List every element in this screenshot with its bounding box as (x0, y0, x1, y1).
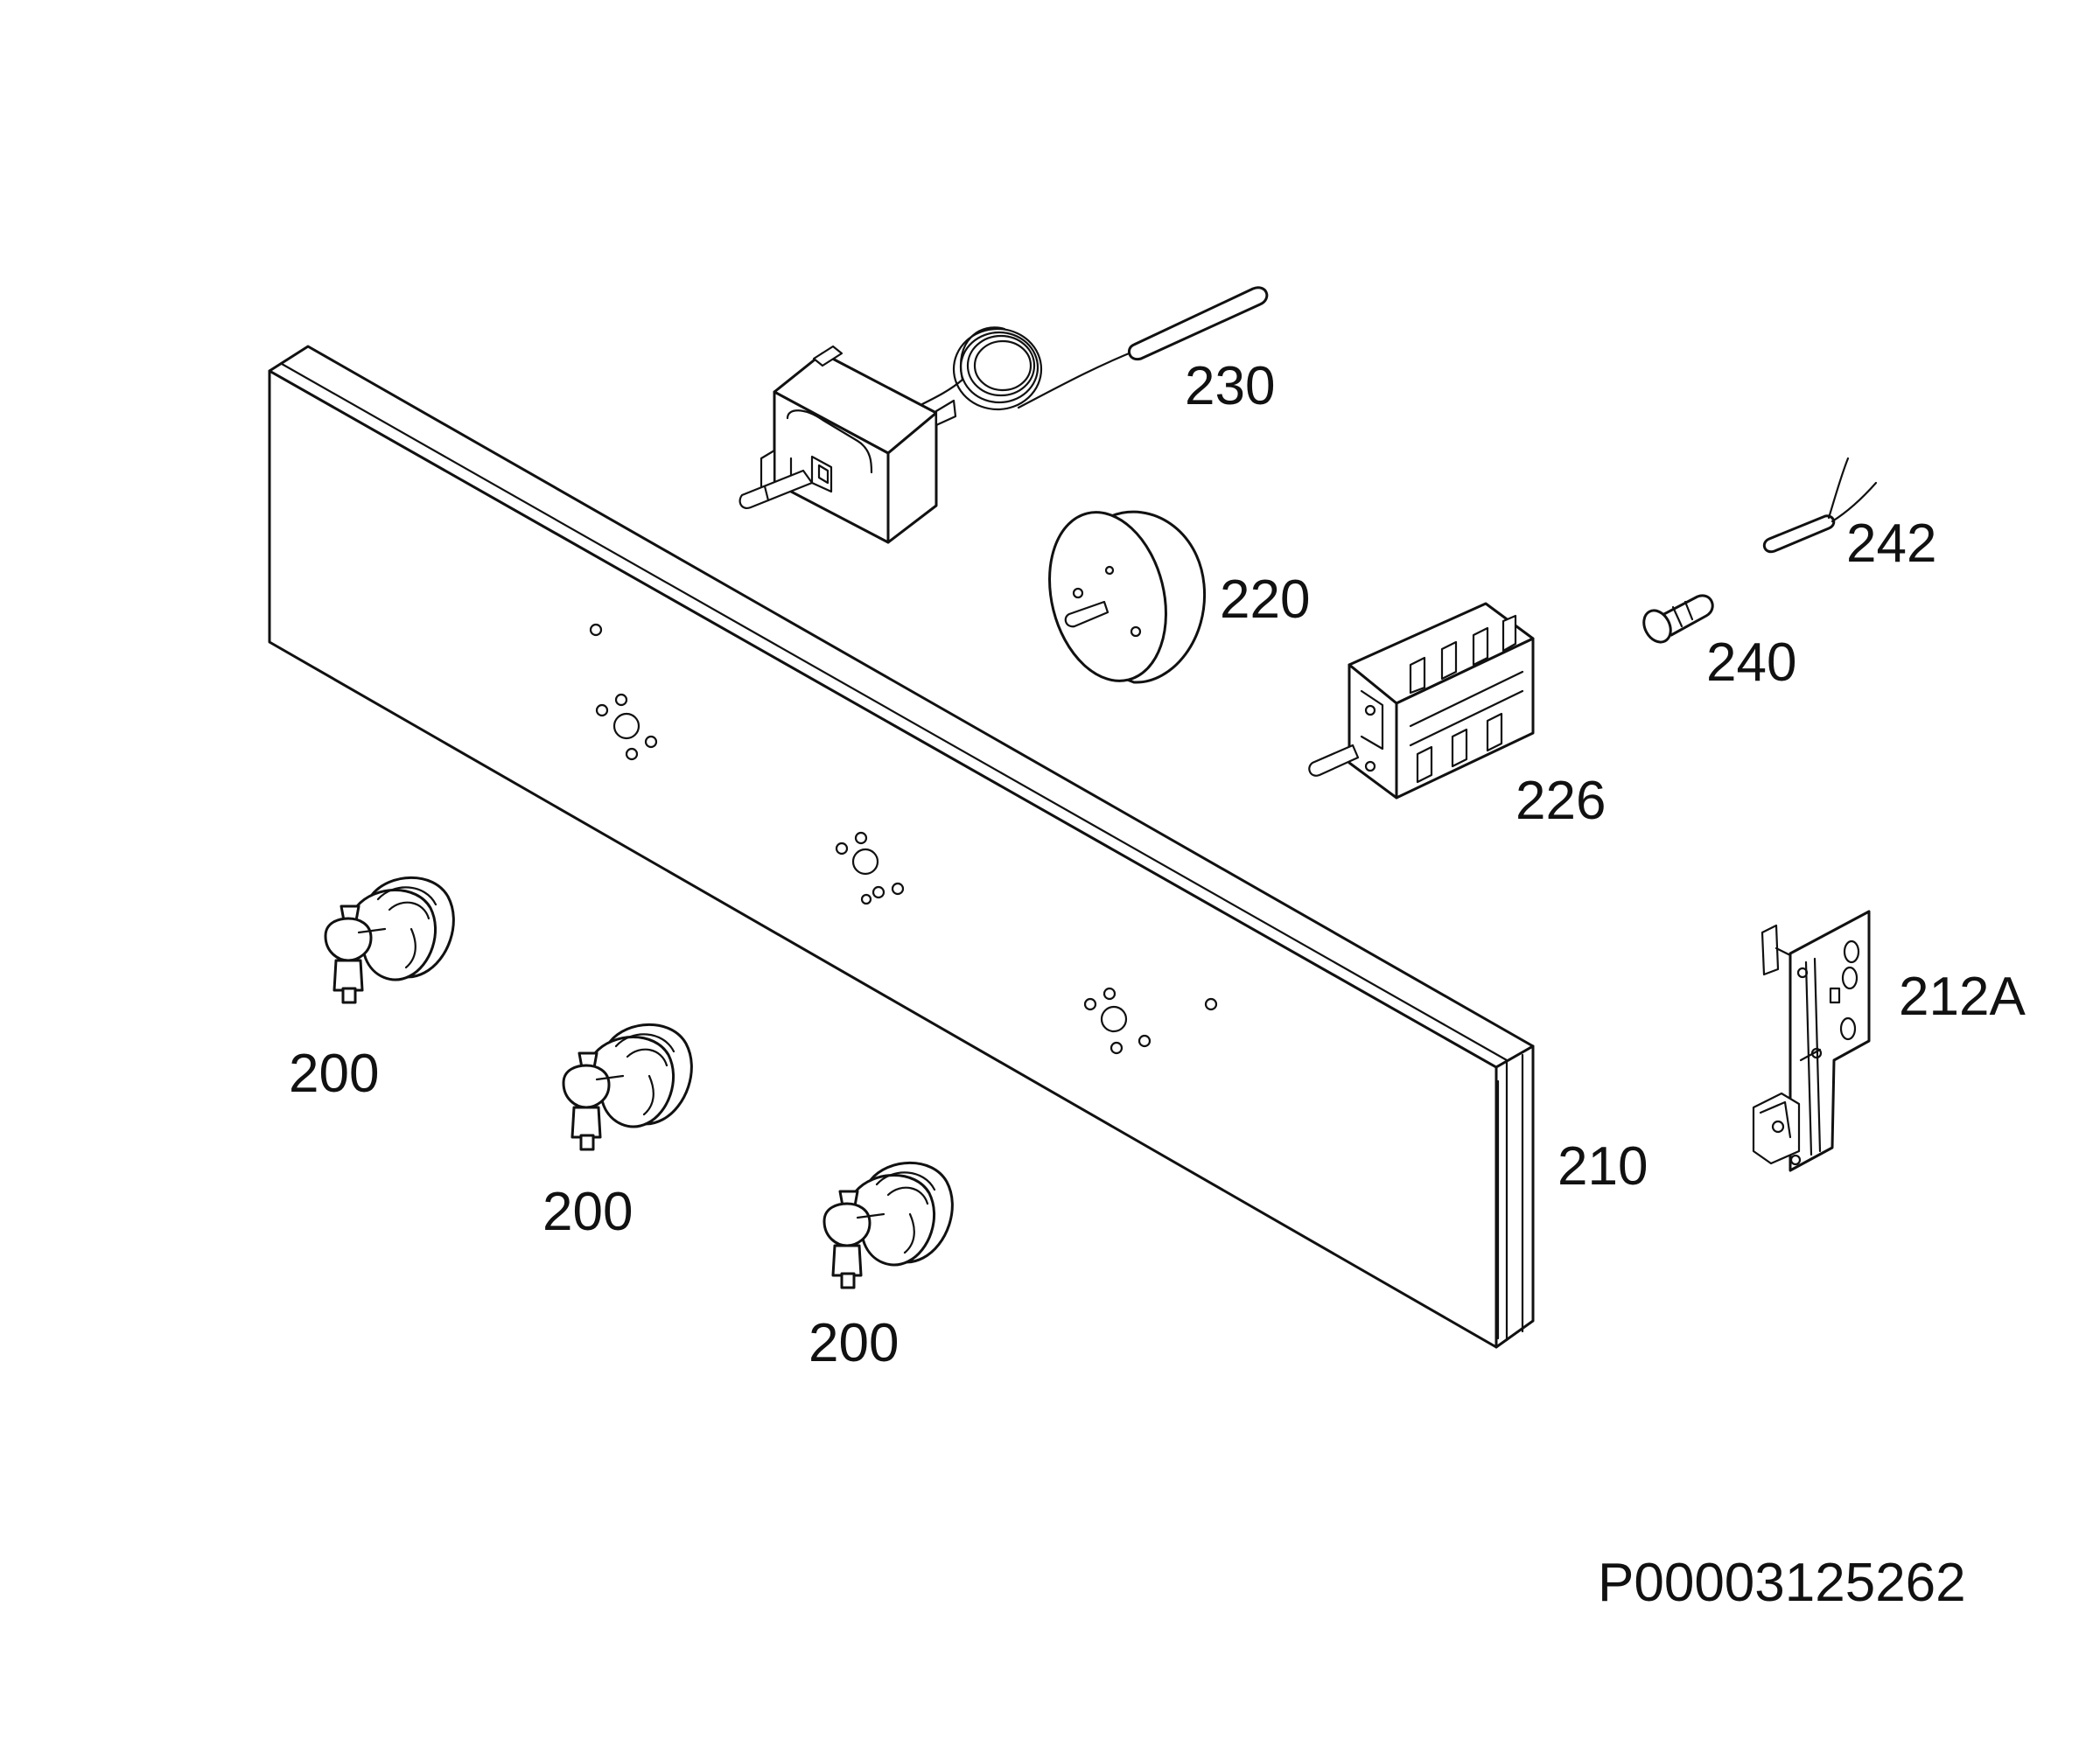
knob-200-b (562, 1023, 693, 1151)
label-212a: 212A (1899, 967, 2026, 1027)
label-210: 210 (1558, 1136, 1648, 1197)
selector-switch-226 (1308, 602, 1535, 800)
label-200-a: 200 (289, 1044, 379, 1104)
knob-200-c (822, 1161, 954, 1289)
knob-200-a (324, 876, 455, 1004)
bracket-212a (1752, 910, 1871, 1172)
control-panel-210 (268, 345, 1535, 1349)
panel-hole-group-left (589, 623, 658, 761)
label-230: 230 (1185, 356, 1275, 416)
lamp-wire-242 (1762, 457, 1878, 554)
label-220: 220 (1220, 569, 1310, 630)
label-226: 226 (1516, 771, 1606, 831)
label-200-b: 200 (542, 1182, 633, 1242)
drawing-id: P00003125262 (1598, 1553, 1966, 1613)
label-240: 240 (1706, 632, 1796, 693)
thermostat-230 (738, 286, 1269, 544)
lamp-holder-240 (1642, 594, 1714, 644)
panel-hole-group-center (835, 831, 905, 905)
timer-220 (1048, 510, 1207, 684)
label-242: 242 (1846, 513, 1936, 574)
panel-hole-group-right (1083, 987, 1218, 1055)
label-200-c: 200 (808, 1313, 899, 1373)
